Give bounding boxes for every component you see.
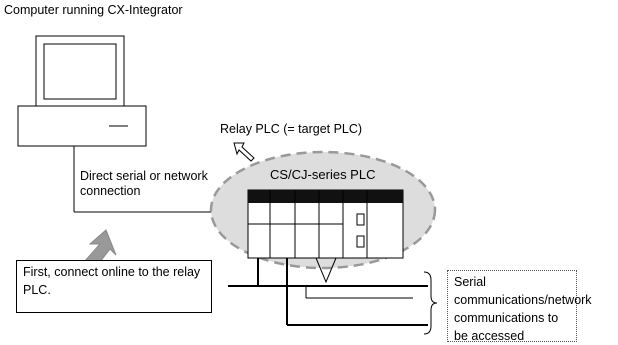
relay-plc-label: Relay PLC (= target PLC) (220, 122, 363, 136)
connection-label: Direct serial or network connection (80, 169, 208, 198)
note-box: First, connect online to the relay PLC. (16, 260, 212, 313)
computer-label: Computer running CX-Integrator (4, 3, 183, 17)
plc-rack (247, 189, 404, 259)
note-text: First, connect online to the relay PLC. (23, 265, 201, 297)
curly-brace-icon (423, 271, 438, 335)
plc-label: CS/CJ-series PLC (270, 167, 376, 182)
networks-label: Serial communications/network communicat… (454, 275, 592, 343)
networks-box: Serial communications/network communicat… (447, 270, 592, 343)
network-lines (228, 257, 428, 326)
hollow-arrow-icon (233, 142, 255, 162)
desktop-computer-icon (17, 35, 147, 147)
